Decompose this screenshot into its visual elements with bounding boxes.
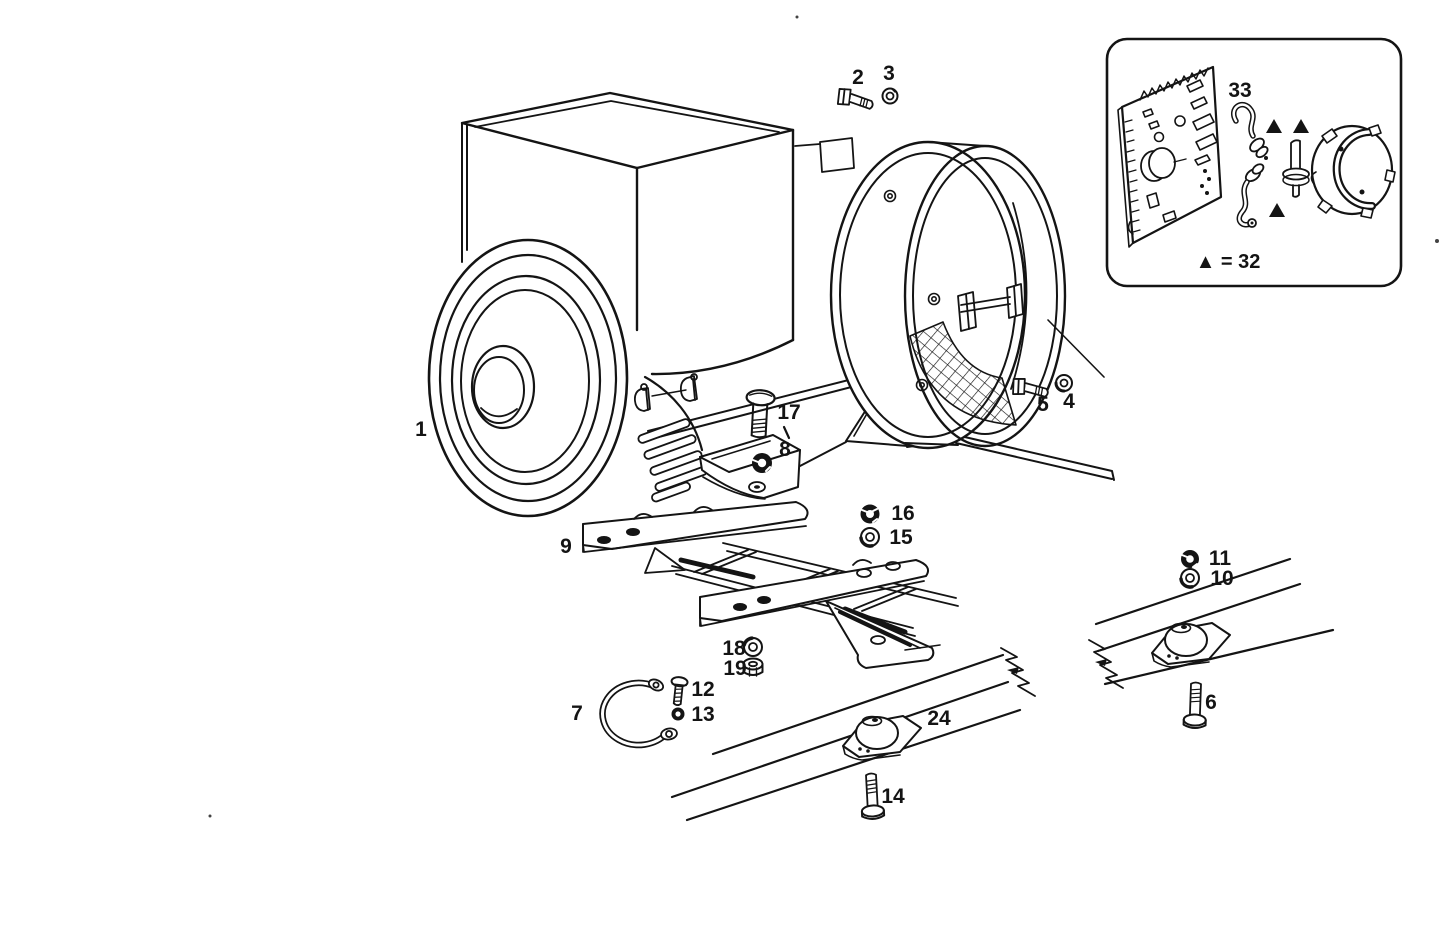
part-label-10: 10 <box>1210 567 1233 590</box>
washer-4 <box>1054 374 1073 393</box>
part-label-8: 8 <box>779 438 791 461</box>
tick-17-8 <box>782 425 791 440</box>
triangle-markers <box>1266 119 1309 217</box>
cross-bar-front <box>582 501 809 553</box>
screw-12 <box>670 676 689 706</box>
ground-wire-7 <box>599 678 678 749</box>
drive-end-shield <box>427 238 629 518</box>
leader-5-4 <box>1047 319 1105 378</box>
inner-rim-arc <box>1010 202 1028 390</box>
part-label-14: 14 <box>881 785 905 808</box>
bolt-5 <box>1012 377 1049 398</box>
stud-component <box>1282 139 1310 198</box>
stator-bottom <box>643 375 704 452</box>
part-label-19: 19 <box>723 657 746 680</box>
drain-clips <box>633 373 698 412</box>
rail-far-edge <box>711 557 1292 756</box>
part-label-9: 9 <box>560 535 572 558</box>
part-label-11: 11 <box>1209 547 1232 570</box>
part-label-4: 4 <box>1063 390 1075 413</box>
rim-bolts <box>832 150 941 392</box>
bottom-gusset <box>825 600 941 669</box>
sensing-lead-lower <box>1236 163 1265 228</box>
washer-8 <box>752 453 772 473</box>
rail-near-edge <box>670 582 1302 799</box>
rear-extension-bar <box>955 434 1115 481</box>
scan-specks <box>208 15 1439 818</box>
regulator-inset: ▲ = 32 <box>1105 37 1403 288</box>
regulator-board <box>1117 65 1223 248</box>
part-label-1: 1 <box>415 418 427 441</box>
foot-mounting-pad <box>699 434 801 500</box>
cross-bar-rear <box>699 559 929 627</box>
shaft-hub <box>470 344 536 430</box>
part-label-13: 13 <box>691 703 714 726</box>
part-label-7: 7 <box>571 702 583 725</box>
rail-break-symbol <box>1000 639 1124 697</box>
bolt-6 <box>1182 681 1207 729</box>
part-label-2: 2 <box>852 66 864 89</box>
washer-10 <box>1179 568 1200 589</box>
part-label-33: 33 <box>1228 79 1251 102</box>
frame-bracket <box>794 137 855 173</box>
washer-16 <box>860 504 880 524</box>
inset-frame <box>1105 37 1403 288</box>
vibration-mount-upper <box>1151 622 1231 668</box>
diode-plate <box>1310 124 1396 219</box>
sensing-lead-upper <box>1231 102 1269 160</box>
washer-15 <box>859 527 880 548</box>
rear-end-shield <box>794 137 1067 450</box>
vent-louvers <box>637 418 708 503</box>
washer-18 <box>742 636 763 657</box>
frame-link <box>799 441 847 467</box>
small-gusset <box>644 547 686 574</box>
bolt-14 <box>860 772 886 820</box>
bolt-17 <box>745 389 776 439</box>
washer-11 <box>1181 550 1199 568</box>
nut-19 <box>742 657 764 677</box>
part-label-5: 5 <box>1037 393 1049 416</box>
part-label-17: 17 <box>777 401 800 424</box>
part-label-12: 12 <box>691 678 714 701</box>
washer-13 <box>671 707 685 721</box>
fasteners <box>599 87 1207 820</box>
capacitor <box>1140 147 1187 182</box>
air-inlet-grille <box>909 321 1017 426</box>
part-label-6: 6 <box>1205 691 1217 714</box>
lifting-handle <box>957 283 1024 332</box>
part-label-24: 24 <box>927 707 951 730</box>
base-rails <box>670 557 1335 822</box>
part-label-18: 18 <box>722 637 746 660</box>
bolt-2 <box>836 88 874 110</box>
inset-legend: ▲ = 32 <box>1196 251 1261 273</box>
part-label-16: 16 <box>891 502 914 525</box>
part-label-15: 15 <box>889 526 913 549</box>
part-label-3: 3 <box>883 62 895 85</box>
vibration-mount-24 <box>842 715 922 761</box>
rail-bottom-edge <box>685 628 1335 822</box>
washer-3 <box>881 87 899 105</box>
leader-lines <box>782 319 1105 440</box>
